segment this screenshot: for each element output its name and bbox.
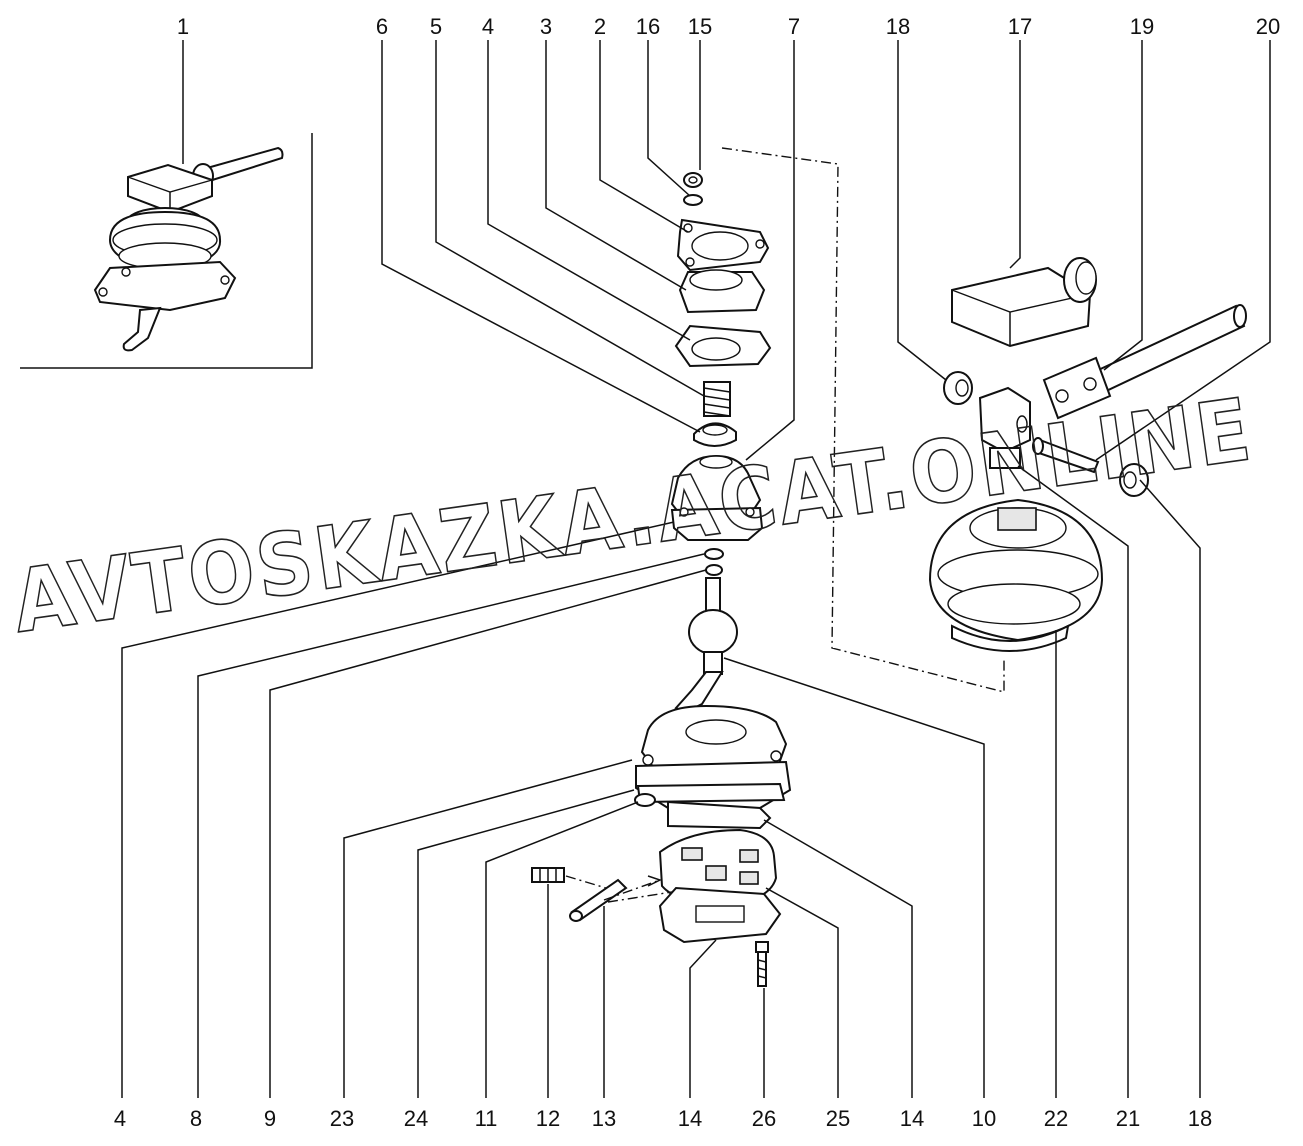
callout-25: 25 bbox=[826, 1106, 850, 1131]
callout-15: 15 bbox=[688, 14, 712, 39]
callout-8: 8 bbox=[190, 1106, 202, 1131]
part-24-gasket bbox=[636, 782, 786, 804]
callout-4-bottom: 4 bbox=[114, 1106, 126, 1131]
part-12-spring bbox=[531, 867, 565, 883]
callout-18-top: 18 bbox=[886, 14, 910, 39]
part-14-plate-upper bbox=[667, 800, 772, 830]
callout-23: 23 bbox=[330, 1106, 354, 1131]
callout-14-a: 14 bbox=[678, 1106, 702, 1131]
part-18-grommet-right bbox=[1119, 463, 1149, 497]
part-13-pin bbox=[569, 878, 628, 922]
callout-20: 20 bbox=[1256, 14, 1280, 39]
callout-22: 22 bbox=[1044, 1106, 1068, 1131]
inset-frame bbox=[20, 133, 313, 369]
part-16-washer bbox=[683, 194, 703, 206]
top-callouts: 1 6 5 4 3 2 16 15 7 18 17 19 20 bbox=[177, 14, 1280, 39]
part-25-selector-plate bbox=[658, 828, 778, 908]
callout-16: 16 bbox=[636, 14, 660, 39]
right-part-group bbox=[928, 257, 1247, 652]
part-20-pin bbox=[1032, 437, 1100, 474]
assembly-connector bbox=[721, 147, 1005, 693]
callout-14-b: 14 bbox=[900, 1106, 924, 1131]
part-18-grommet bbox=[943, 371, 973, 405]
callout-26: 26 bbox=[752, 1106, 776, 1131]
part-5-spring bbox=[703, 381, 731, 417]
callout-6: 6 bbox=[376, 14, 388, 39]
callout-19: 19 bbox=[1130, 14, 1154, 39]
callout-3: 3 bbox=[540, 14, 552, 39]
part-22-boot bbox=[928, 498, 1104, 652]
part-17-knob bbox=[951, 257, 1097, 348]
part-8-ring bbox=[704, 548, 724, 560]
inset-assembly bbox=[20, 133, 313, 369]
central-part-stack bbox=[531, 172, 792, 987]
callout-21: 21 bbox=[1116, 1106, 1140, 1131]
part-7-upper-housing bbox=[670, 454, 764, 541]
part-26-bolt bbox=[755, 941, 769, 987]
callout-18-bottom: 18 bbox=[1188, 1106, 1212, 1131]
bottom-callouts: 4 8 9 23 24 11 12 13 14 26 25 14 10 22 2… bbox=[114, 1106, 1212, 1131]
part-11-washer bbox=[634, 793, 656, 807]
part-19-shaft bbox=[1042, 304, 1247, 420]
part-10-lever bbox=[674, 577, 738, 714]
callout-9: 9 bbox=[264, 1106, 276, 1131]
leader-lines bbox=[121, 40, 1271, 1098]
callout-2: 2 bbox=[594, 14, 606, 39]
callout-5: 5 bbox=[430, 14, 442, 39]
part-21-joint bbox=[978, 386, 1031, 469]
callout-11: 11 bbox=[475, 1106, 498, 1131]
callout-7: 7 bbox=[788, 14, 800, 39]
callout-17: 17 bbox=[1008, 14, 1032, 39]
callout-12: 12 bbox=[536, 1106, 560, 1131]
callout-10: 10 bbox=[972, 1106, 996, 1131]
part-9-ring bbox=[705, 564, 723, 576]
callout-24: 24 bbox=[404, 1106, 428, 1131]
callout-1: 1 bbox=[177, 14, 189, 39]
callout-13: 13 bbox=[592, 1106, 616, 1131]
callout-4: 4 bbox=[482, 14, 494, 39]
